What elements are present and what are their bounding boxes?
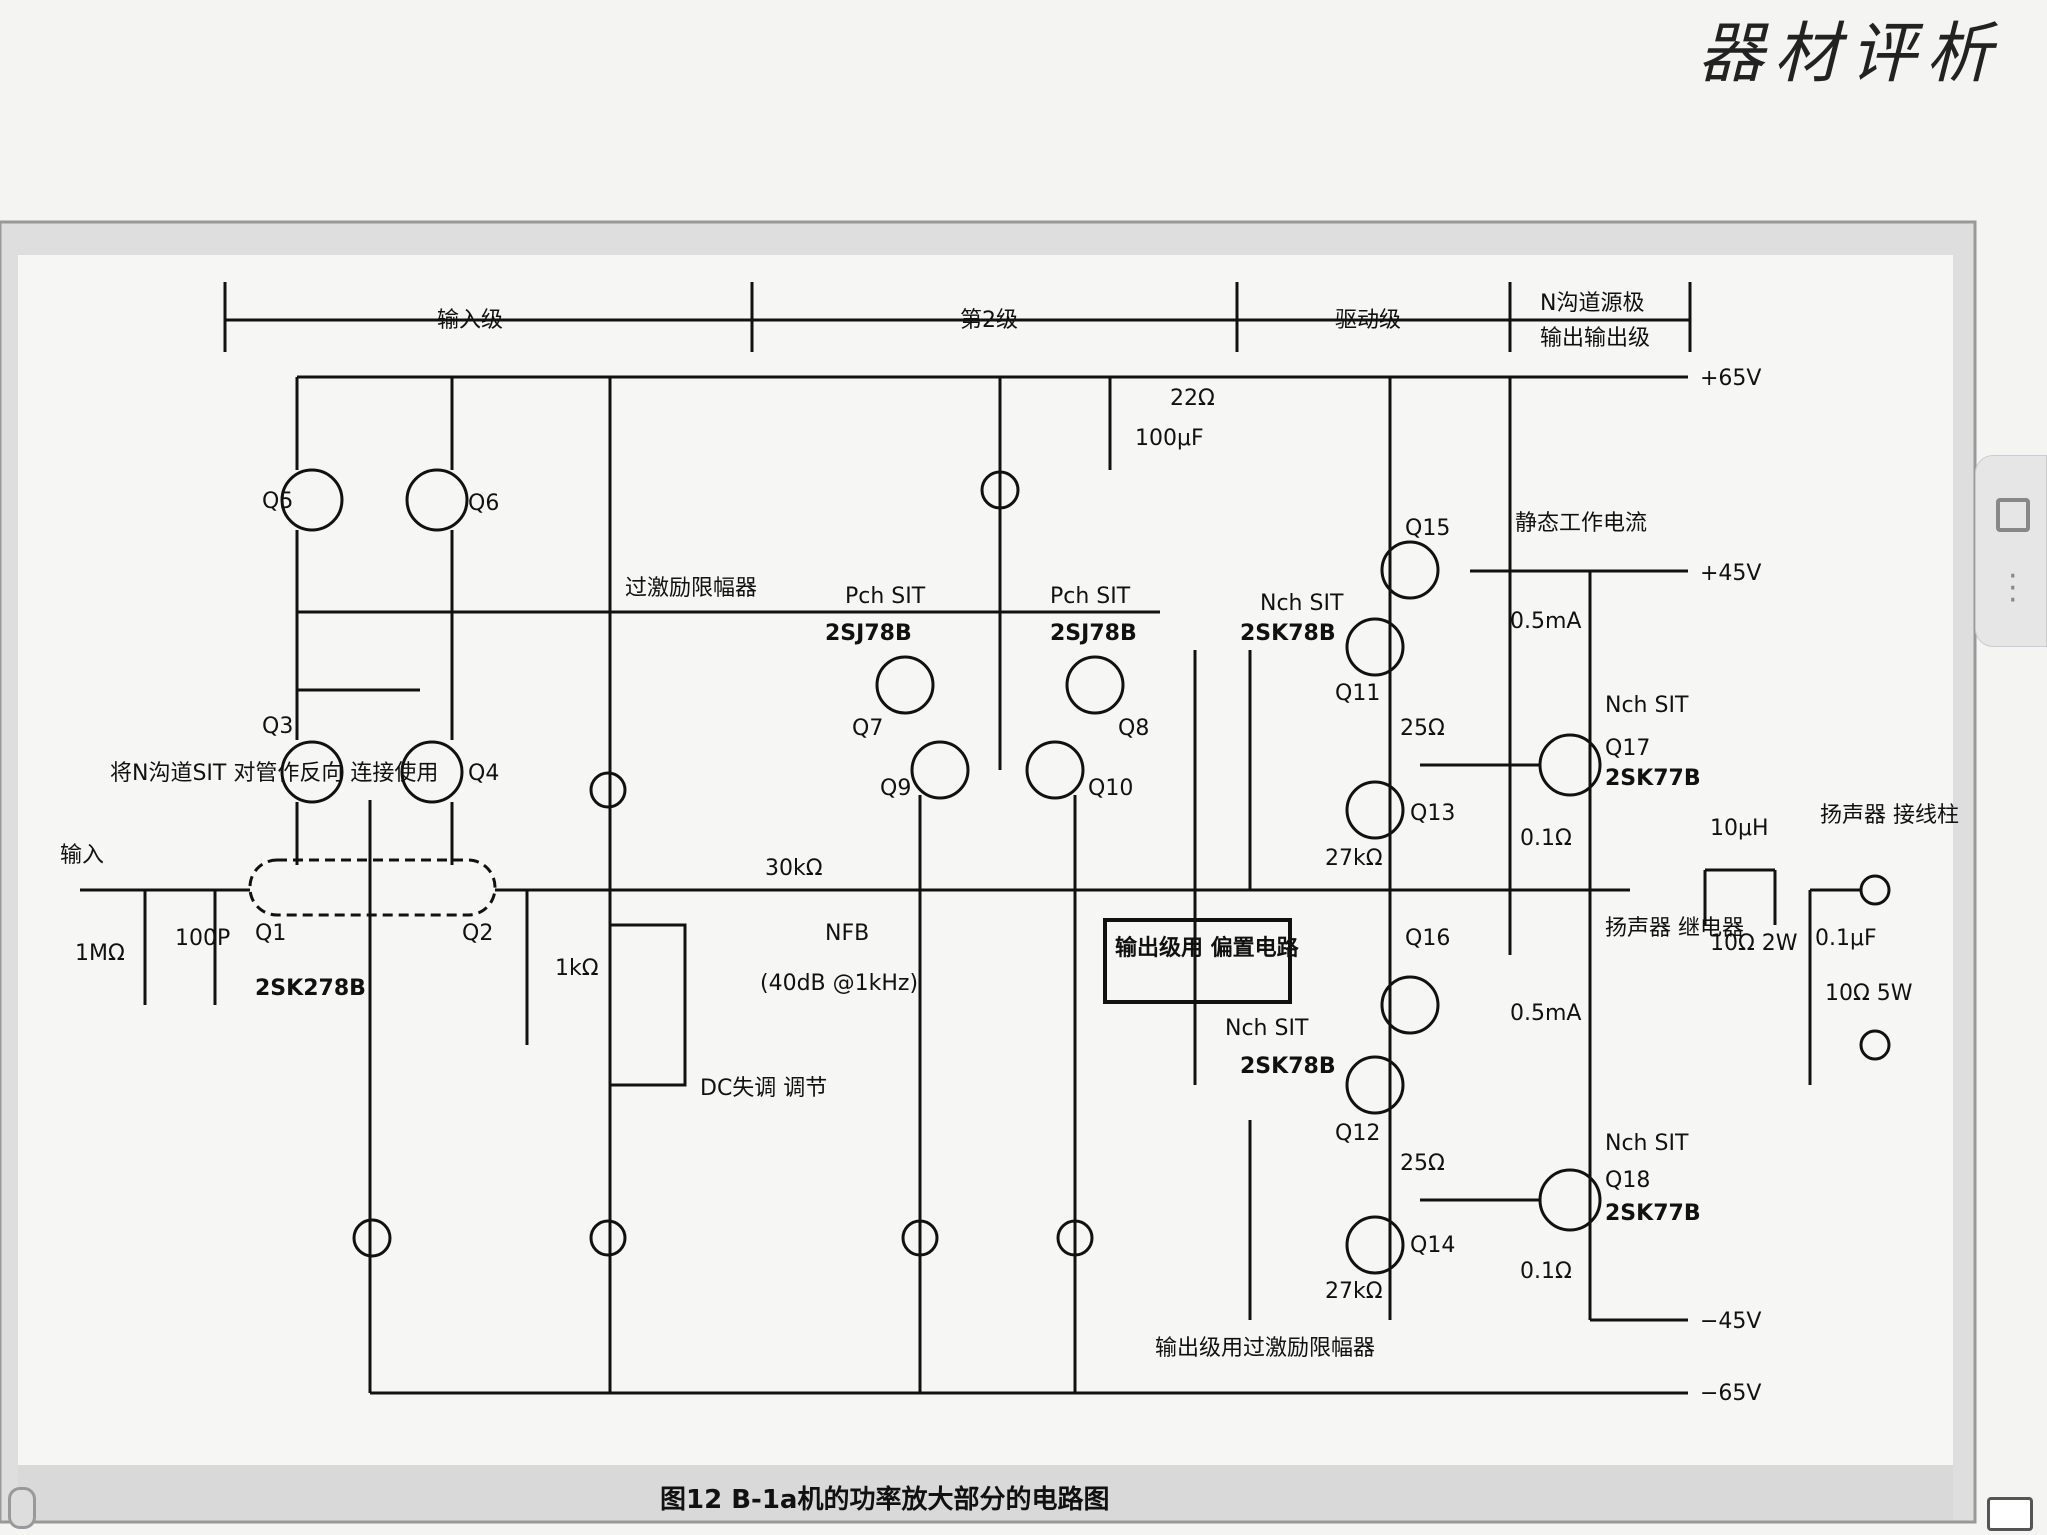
part-number: 2SK278B — [255, 976, 366, 1001]
keyboard-icon[interactable] — [1987, 1497, 2033, 1531]
current-label: 0.5mA — [1510, 1001, 1581, 1026]
annotation: 过激励限幅器 — [625, 576, 757, 601]
transistor-label: Q1 — [255, 921, 286, 946]
input-label: 输入 — [60, 843, 104, 868]
device-type: Pch SIT — [845, 584, 926, 609]
component-label: 30kΩ — [765, 856, 823, 881]
component-label: 1MΩ — [75, 941, 125, 966]
device-type: Nch SIT — [1605, 693, 1689, 718]
transistor-label: Q14 — [1410, 1233, 1455, 1258]
component-label: 22Ω — [1170, 386, 1215, 411]
component-label: NFB — [825, 921, 869, 946]
component-label: 27kΩ — [1325, 846, 1383, 871]
scroll-handle[interactable] — [8, 1487, 36, 1529]
rail-label: +65V — [1700, 366, 1761, 391]
device-type: Nch SIT — [1605, 1131, 1689, 1156]
transistor-label: Q18 — [1605, 1168, 1650, 1193]
component-label: 10μH — [1710, 816, 1769, 841]
copy-icon[interactable] — [1996, 498, 2030, 532]
stage-label: 第2级 — [960, 308, 1018, 333]
part-number: 2SK77B — [1605, 766, 1701, 791]
annotation: 扬声器 继电器 — [1605, 916, 1744, 941]
device-type: Pch SIT — [1050, 584, 1131, 609]
component-label: 0.1Ω — [1520, 1259, 1572, 1284]
annotation: 输出级用过激励限幅器 — [1155, 1336, 1375, 1361]
part-number: 2SJ78B — [1050, 621, 1137, 646]
transistor-label: Q8 — [1118, 716, 1149, 741]
annotation: 将N沟道SIT 对管作反向 连接使用 — [110, 761, 438, 786]
transistor-label: Q4 — [468, 761, 499, 786]
device-type: Nch SIT — [1225, 1016, 1309, 1041]
annotation: 静态工作电流 — [1515, 511, 1647, 536]
rail-label: −65V — [1700, 1381, 1761, 1406]
transistor-label: Q13 — [1410, 801, 1455, 826]
component-label: 10Ω 2W — [1710, 931, 1798, 956]
bias-circuit-label: 输出级用 偏置电路 — [1115, 935, 1300, 961]
part-number: 2SJ78B — [825, 621, 912, 646]
annotation: DC失调 调节 — [700, 1076, 827, 1101]
part-number: 2SK78B — [1240, 1054, 1336, 1079]
transistor-label: Q11 — [1335, 681, 1380, 706]
device-type: Nch SIT — [1260, 591, 1344, 616]
page-title: 器材评析 — [1698, 15, 2002, 92]
stage-label: 输出输出级 — [1540, 326, 1650, 351]
component-label: 27kΩ — [1325, 1279, 1383, 1304]
more-icon[interactable]: ··· — [2008, 559, 2018, 618]
transistor-label: Q9 — [880, 776, 911, 801]
component-label: 0.1μF — [1815, 926, 1877, 951]
component-label: 0.1Ω — [1520, 826, 1572, 851]
transistor-label: Q6 — [468, 491, 499, 516]
transistor-label: Q7 — [852, 716, 883, 741]
current-label: 0.5mA — [1510, 609, 1581, 634]
transistor-label: Q15 — [1405, 516, 1450, 541]
stage-label: 驱动级 — [1335, 308, 1401, 333]
transistor-label: Q5 — [262, 489, 293, 514]
part-number: 2SK77B — [1605, 1201, 1701, 1226]
transistor-label: Q10 — [1088, 776, 1133, 801]
figure-caption: 图12 B-1a机的功率放大部分的电路图 — [660, 1484, 1109, 1515]
component-label: 25Ω — [1400, 716, 1445, 741]
transistor-label: Q16 — [1405, 926, 1450, 951]
rail-label: +45V — [1700, 561, 1761, 586]
stage-label: N沟道源极 — [1540, 291, 1644, 316]
component-label: 100P — [175, 926, 230, 951]
annotation: 扬声器 接线柱 — [1820, 803, 1959, 828]
transistor-label: Q17 — [1605, 736, 1650, 761]
transistor-label: Q2 — [462, 921, 493, 946]
stage-label: 输入级 — [437, 308, 503, 333]
part-number: 2SK78B — [1240, 621, 1336, 646]
component-label: 10Ω 5W — [1825, 981, 1913, 1006]
side-tab[interactable]: ··· — [1975, 455, 2047, 647]
transistor-label: Q3 — [262, 714, 293, 739]
annotation: (40dB @1kHz) — [760, 971, 918, 996]
component-label: 25Ω — [1400, 1151, 1445, 1176]
rail-label: −45V — [1700, 1309, 1761, 1334]
component-label: 1kΩ — [555, 956, 599, 981]
component-label: 100μF — [1135, 426, 1204, 451]
transistor-label: Q12 — [1335, 1121, 1380, 1146]
